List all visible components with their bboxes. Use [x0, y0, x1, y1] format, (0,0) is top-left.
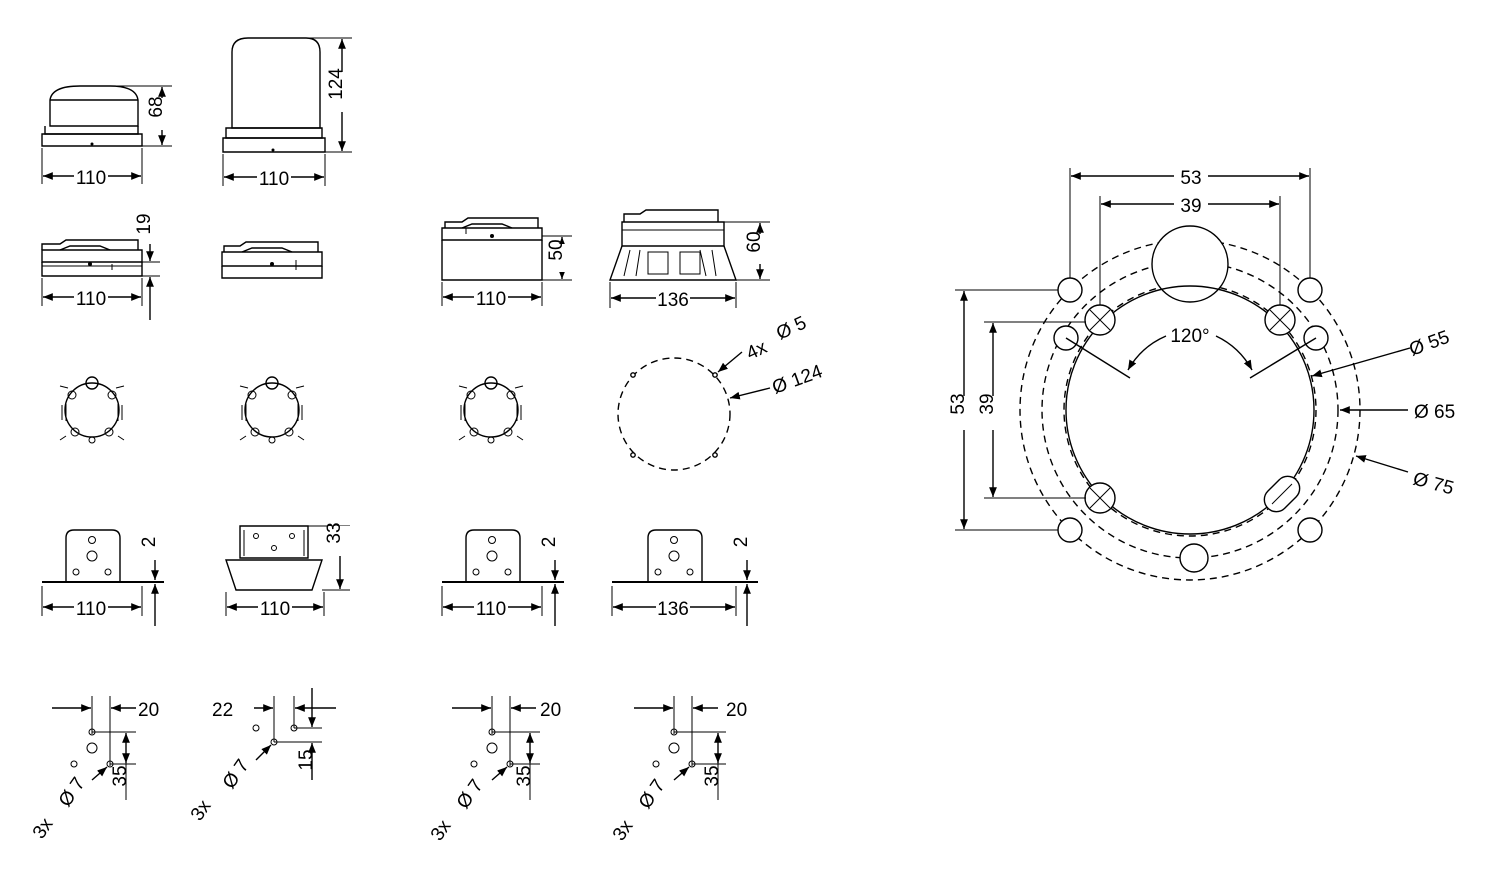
- dim-53-left: 53: [948, 393, 969, 414]
- dim-110-c: 110: [76, 289, 106, 310]
- dim-39-left: 39: [977, 393, 998, 414]
- dim-35-a: 35: [110, 765, 131, 786]
- dim-110-f: 110: [260, 599, 290, 620]
- hole-count-d: 3x: [609, 816, 638, 845]
- dim-2-a: 2: [139, 537, 160, 548]
- dim-20-c: 20: [540, 700, 561, 721]
- dia-65: Ø 65: [1414, 402, 1455, 423]
- hole-count-a: 3x: [29, 814, 58, 843]
- hole-dia-5: Ø 5: [773, 313, 810, 345]
- dim-15-b: 15: [296, 749, 317, 770]
- lamp-tall-dome-view: 110 124: [222, 37, 354, 190]
- hole-dia-7-d: Ø 7: [635, 776, 670, 813]
- dim-53-top: 53: [1180, 168, 1201, 189]
- bracket-b-view: 110 33: [225, 522, 352, 620]
- bracket-a-view: 110 2: [41, 529, 164, 626]
- bracket-d-view: 136 2: [611, 529, 758, 626]
- dim-2-c: 2: [731, 537, 752, 548]
- hole-pattern-a: 20 35 Ø 7 3x: [29, 696, 159, 843]
- dim-20-d: 20: [726, 700, 747, 721]
- dim-2-b: 2: [539, 537, 560, 548]
- dim-124: 124: [326, 68, 347, 100]
- dim-110-b: 110: [259, 169, 289, 190]
- hole-count-c: 3x: [427, 816, 456, 845]
- dim-19: 19: [134, 213, 155, 234]
- hole-pattern-d: 20 35 Ø 7 3x: [609, 696, 747, 845]
- circle-dia-124: Ø 124: [770, 361, 826, 399]
- dim-20-a: 20: [138, 700, 159, 721]
- base-flat-a-view: 110 19: [41, 213, 160, 320]
- dim-136-a: 136: [657, 290, 689, 311]
- hole-count-4x: 4x: [743, 337, 771, 365]
- dia-55: Ø 55: [1407, 327, 1453, 361]
- dim-110-e: 110: [76, 599, 106, 620]
- dim-68: 68: [146, 96, 167, 117]
- bracket-c-view: 110 2: [441, 529, 564, 626]
- dia-75: Ø 75: [1411, 469, 1456, 500]
- dim-136-b: 136: [657, 599, 689, 620]
- angle-120: 120°: [1170, 326, 1209, 347]
- dim-22-b: 22: [212, 700, 233, 721]
- hole-dia-7-a: Ø 7: [55, 774, 90, 811]
- dim-35-d: 35: [702, 765, 723, 786]
- dim-33: 33: [324, 522, 345, 543]
- lamp-low-dome-view: 110 68: [41, 85, 174, 189]
- hole-dia-7-b: Ø 7: [219, 756, 254, 793]
- dim-35-c: 35: [514, 765, 535, 786]
- hole-ring-a: [59, 376, 125, 444]
- dim-60: 60: [744, 231, 765, 252]
- dim-110-a: 110: [76, 168, 106, 189]
- dim-39-top: 39: [1180, 196, 1201, 217]
- hole-pattern-c: 20 35 Ø 7 3x: [427, 696, 561, 845]
- hole-count-b: 3x: [187, 796, 216, 825]
- base-flat-b-view: [221, 241, 323, 279]
- bolt-circle-124: 4x Ø 5 Ø 124: [617, 313, 826, 471]
- base-tall-c-view: 110 50: [441, 217, 574, 310]
- hole-pattern-b: 22 15 Ø 7 3x: [187, 688, 336, 825]
- hole-ring-c: [458, 376, 524, 444]
- dim-110-g: 110: [476, 599, 506, 620]
- hole-ring-b: [239, 376, 305, 444]
- mounting-detail-view: 53 39 53 39 120° Ø 55 Ø 65 Ø 75: [948, 165, 1456, 581]
- base-bracket-d-view: 136 60: [609, 209, 772, 311]
- dim-50: 50: [546, 239, 567, 260]
- hole-dia-7-c: Ø 7: [453, 776, 488, 813]
- dim-110-d: 110: [476, 289, 506, 310]
